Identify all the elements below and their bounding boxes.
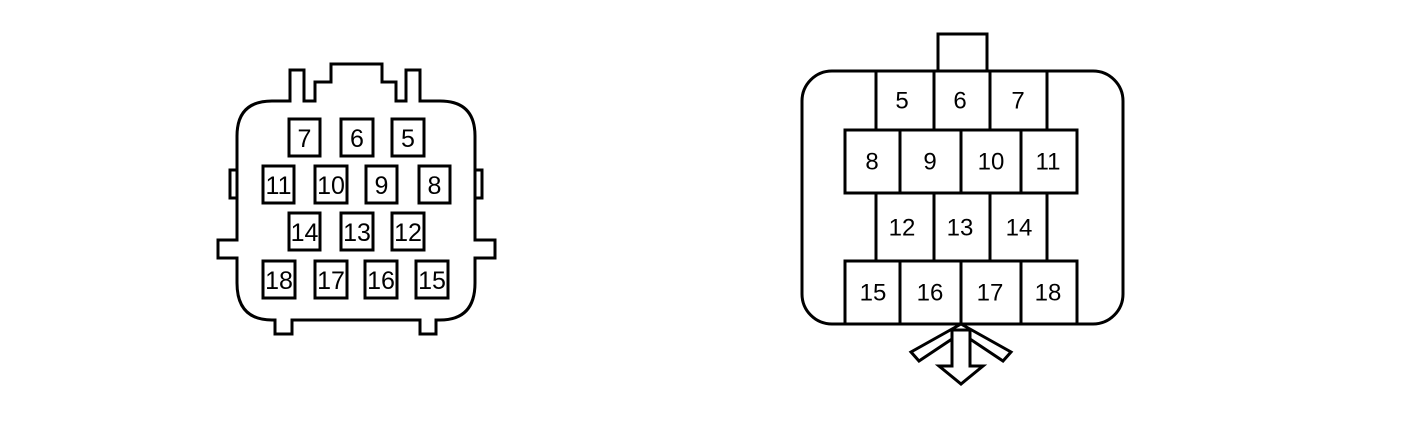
left-connector-side-tab-left [228, 168, 237, 200]
right-cavity-label: 6 [953, 88, 966, 115]
left-cavity-label: 10 [317, 172, 345, 200]
left-cavity-label: 9 [375, 172, 389, 200]
right-cavity-label: 9 [923, 149, 936, 176]
right-cavity-box [1019, 128, 1079, 195]
left-cavity-box [417, 164, 452, 205]
left-cavity-box [313, 259, 349, 300]
left-cavity-box [364, 164, 399, 205]
right-cavity-label: 16 [917, 280, 944, 307]
left-cavity-box [390, 211, 426, 252]
right-connector-latch [936, 32, 989, 71]
left-cavity-box [313, 164, 349, 205]
left-cavity-label: 12 [394, 219, 422, 247]
right-cavity-label: 13 [947, 215, 974, 242]
left-cavity-box [287, 117, 322, 158]
right-cavity-label: 17 [977, 280, 1004, 307]
right-cavity-label: 11 [1036, 149, 1061, 176]
left-connector-housing [216, 62, 497, 336]
left-cavity-box [363, 259, 399, 300]
left-cavity-label: 14 [291, 219, 319, 247]
left-cavity-label: 11 [266, 172, 292, 200]
left-cavity-label: 15 [418, 267, 446, 295]
left-cavity-box [261, 164, 296, 205]
right-cavity-label: 14 [1006, 215, 1033, 242]
left-cavity-label: 5 [401, 125, 415, 153]
left-cavity-label: 13 [343, 219, 371, 247]
right-cavity-label: 10 [978, 149, 1005, 176]
left-cavity-label: 16 [367, 267, 395, 295]
left-cavity-label: 17 [317, 267, 345, 295]
right-connector [800, 32, 1125, 326]
right-cavity-label: 8 [865, 149, 878, 176]
right-cavity-label: 7 [1011, 88, 1024, 115]
left-cavity-box [414, 259, 450, 300]
left-cavity-box [261, 259, 297, 300]
right-cavity-label: 15 [860, 280, 887, 307]
left-cavity-box [339, 211, 375, 252]
right-cavity-label: 12 [889, 215, 916, 242]
right-cavity-label: 18 [1035, 280, 1062, 307]
left-cavity-box [339, 117, 375, 158]
right-cavity-label: 5 [895, 88, 908, 115]
left-connector-side-tab-right [475, 168, 484, 200]
left-cavity-box [390, 117, 426, 158]
left-connector [216, 62, 497, 336]
left-cavity-label: 18 [265, 267, 293, 295]
right-chevron-icon [960, 322, 1014, 363]
right-cavity-box [1019, 259, 1079, 326]
left-cavity-label: 6 [350, 125, 364, 153]
left-cavity-label: 7 [298, 125, 312, 153]
left-cavity-box [287, 211, 322, 252]
left-chevron-icon [908, 322, 962, 363]
left-connector-labels: 7 6 5 11 10 9 8 14 13 12 18 17 16 15 [265, 125, 446, 295]
right-connector-labels: 5 6 7 8 9 10 11 12 13 14 15 16 17 18 [860, 88, 1062, 307]
down-arrow-icon [934, 328, 988, 386]
left-cavity-label: 8 [428, 172, 442, 200]
